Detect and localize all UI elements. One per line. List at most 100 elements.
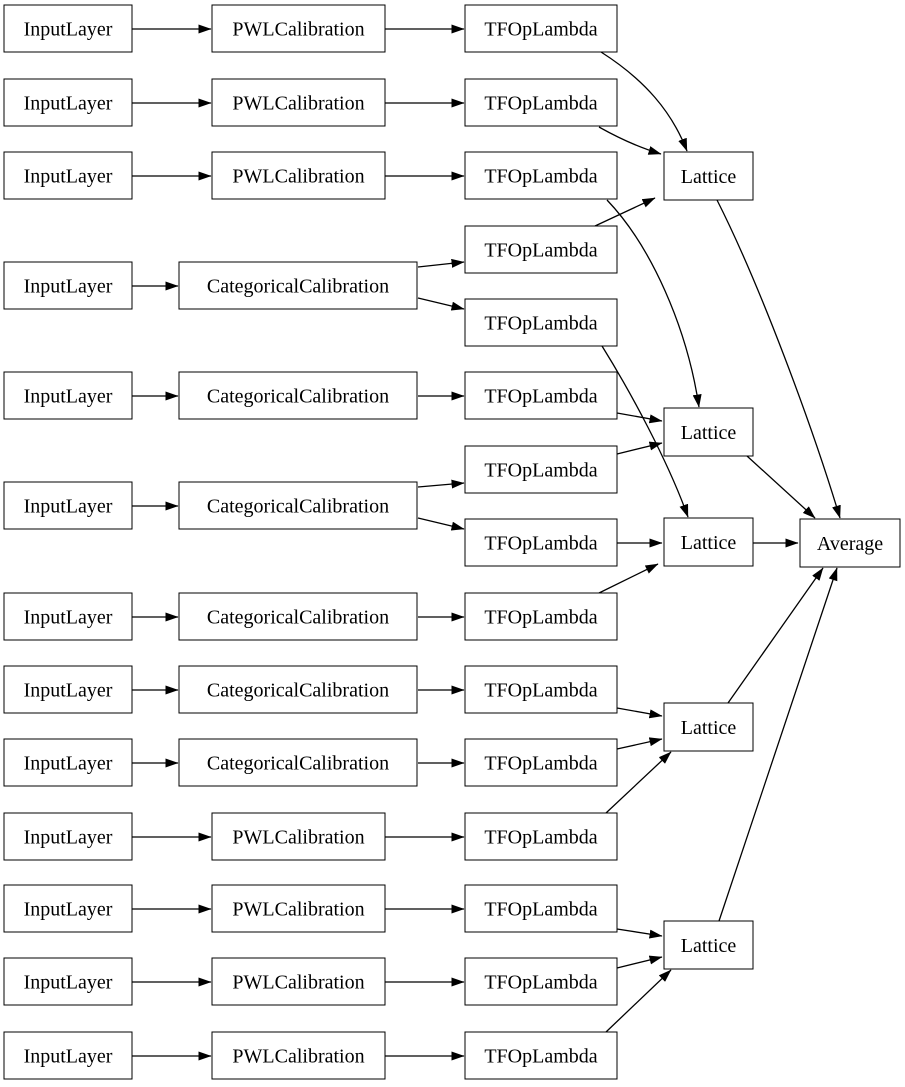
node-label: InputLayer <box>24 19 113 41</box>
node-tfoplambda-tfl4: TFOpLambda <box>464 225 618 274</box>
node-inputlayer-in12: InputLayer <box>3 957 133 1006</box>
node-inputlayer-in13: InputLayer <box>3 1031 133 1080</box>
node-box <box>464 371 618 420</box>
node-label: PWLCalibration <box>232 972 364 994</box>
node-tfoplambda-tfl1: TFOpLambda <box>464 4 618 53</box>
node-label: TFOpLambda <box>484 899 597 921</box>
node-box <box>178 738 418 787</box>
edge-tfl14-to-lat5 <box>616 955 663 969</box>
node-box <box>3 481 133 530</box>
node-label: PWLCalibration <box>232 93 364 115</box>
node-box <box>464 298 618 347</box>
node-box <box>464 957 618 1006</box>
node-lattice-lat2: Lattice <box>663 407 754 457</box>
node-label: InputLayer <box>24 1046 113 1068</box>
edge-cat1-to-tfl5 <box>417 297 465 311</box>
edge-tfl9-to-lat3 <box>598 563 659 594</box>
node-label: Lattice <box>681 166 737 188</box>
node-label: PWLCalibration <box>232 19 364 41</box>
node-box <box>178 261 418 310</box>
node-pwlcalibration-pwl1: PWLCalibration <box>211 4 386 53</box>
edge-tfl3-to-lat2 <box>606 199 702 408</box>
node-label: InputLayer <box>24 386 113 408</box>
node-box <box>663 920 754 970</box>
node-box <box>3 665 133 714</box>
node-tfoplambda-tfl7: TFOpLambda <box>464 445 618 494</box>
node-label: CategoricalCalibration <box>207 276 389 298</box>
node-box <box>663 407 754 457</box>
edge-tfl13-to-lat5 <box>616 928 663 939</box>
edge-cat3-to-tfl8 <box>417 517 465 531</box>
edges-layer <box>132 24 841 1061</box>
node-pwlcalibration-pwl5: PWLCalibration <box>211 884 386 933</box>
node-box <box>211 4 386 53</box>
node-pwlcalibration-pwl6: PWLCalibration <box>211 957 386 1006</box>
node-box <box>211 884 386 933</box>
node-label: Lattice <box>681 422 737 444</box>
node-label: InputLayer <box>24 496 113 518</box>
edge-tfl7-to-lat2 <box>616 441 663 455</box>
node-box <box>3 78 133 127</box>
node-label: InputLayer <box>24 276 113 298</box>
node-label: Lattice <box>681 935 737 957</box>
node-pwlcalibration-pwl7: PWLCalibration <box>211 1031 386 1080</box>
node-tfoplambda-tfl11: TFOpLambda <box>464 738 618 787</box>
node-box <box>663 517 754 567</box>
edge-lat1-to-avg <box>716 199 841 519</box>
node-pwlcalibration-pwl2: PWLCalibration <box>211 78 386 127</box>
node-box <box>3 957 133 1006</box>
node-label: InputLayer <box>24 899 113 921</box>
node-pwlcalibration-pwl3: PWLCalibration <box>211 151 386 200</box>
node-label: InputLayer <box>24 972 113 994</box>
node-inputlayer-in9: InputLayer <box>3 738 133 787</box>
node-label: InputLayer <box>24 753 113 775</box>
node-categoricalcalibration-cat6: CategoricalCalibration <box>178 738 418 787</box>
node-box <box>464 225 618 274</box>
node-box <box>3 4 133 53</box>
node-label: CategoricalCalibration <box>207 496 389 518</box>
node-inputlayer-in3: InputLayer <box>3 151 133 200</box>
node-tfoplambda-tfl5: TFOpLambda <box>464 298 618 347</box>
node-label: Lattice <box>681 532 737 554</box>
node-label: CategoricalCalibration <box>207 386 389 408</box>
node-tfoplambda-tfl10: TFOpLambda <box>464 665 618 714</box>
edge-cat3-to-tfl7 <box>417 479 465 489</box>
node-inputlayer-in5: InputLayer <box>3 371 133 420</box>
edge-cat1-to-tfl4 <box>417 258 465 268</box>
edge-tfl2-to-lat1 <box>598 126 662 155</box>
node-label: TFOpLambda <box>484 386 597 408</box>
node-box <box>464 151 618 200</box>
edge-tfl5-to-lat3 <box>601 345 689 518</box>
node-label: PWLCalibration <box>232 827 364 849</box>
edge-lat2-to-avg <box>746 455 816 519</box>
node-categoricalcalibration-cat2: CategoricalCalibration <box>178 371 418 420</box>
node-label: CategoricalCalibration <box>207 680 389 702</box>
node-label: TFOpLambda <box>484 19 597 41</box>
node-inputlayer-in1: InputLayer <box>3 4 133 53</box>
node-inputlayer-in7: InputLayer <box>3 592 133 641</box>
node-box <box>3 151 133 200</box>
node-categoricalcalibration-cat5: CategoricalCalibration <box>178 665 418 714</box>
edge-lat4-to-avg <box>727 567 824 704</box>
nodes-layer: InputLayerInputLayerInputLayerInputLayer… <box>3 4 901 1080</box>
node-box <box>464 518 618 567</box>
edge-tfl11-to-lat4 <box>616 737 663 750</box>
node-label: TFOpLambda <box>484 313 597 335</box>
node-box <box>3 738 133 787</box>
node-inputlayer-in10: InputLayer <box>3 812 133 861</box>
node-tfoplambda-tfl15: TFOpLambda <box>464 1031 618 1080</box>
node-box <box>464 445 618 494</box>
node-label: InputLayer <box>24 827 113 849</box>
edge-tfl12-to-lat4 <box>605 751 672 814</box>
node-categoricalcalibration-cat1: CategoricalCalibration <box>178 261 418 310</box>
node-box <box>464 738 618 787</box>
node-label: TFOpLambda <box>484 93 597 115</box>
edge-tfl15-to-lat5 <box>605 969 672 1033</box>
node-box <box>464 1031 618 1080</box>
node-label: TFOpLambda <box>484 972 597 994</box>
node-box <box>464 812 618 861</box>
node-label: CategoricalCalibration <box>207 607 389 629</box>
node-box <box>178 371 418 420</box>
